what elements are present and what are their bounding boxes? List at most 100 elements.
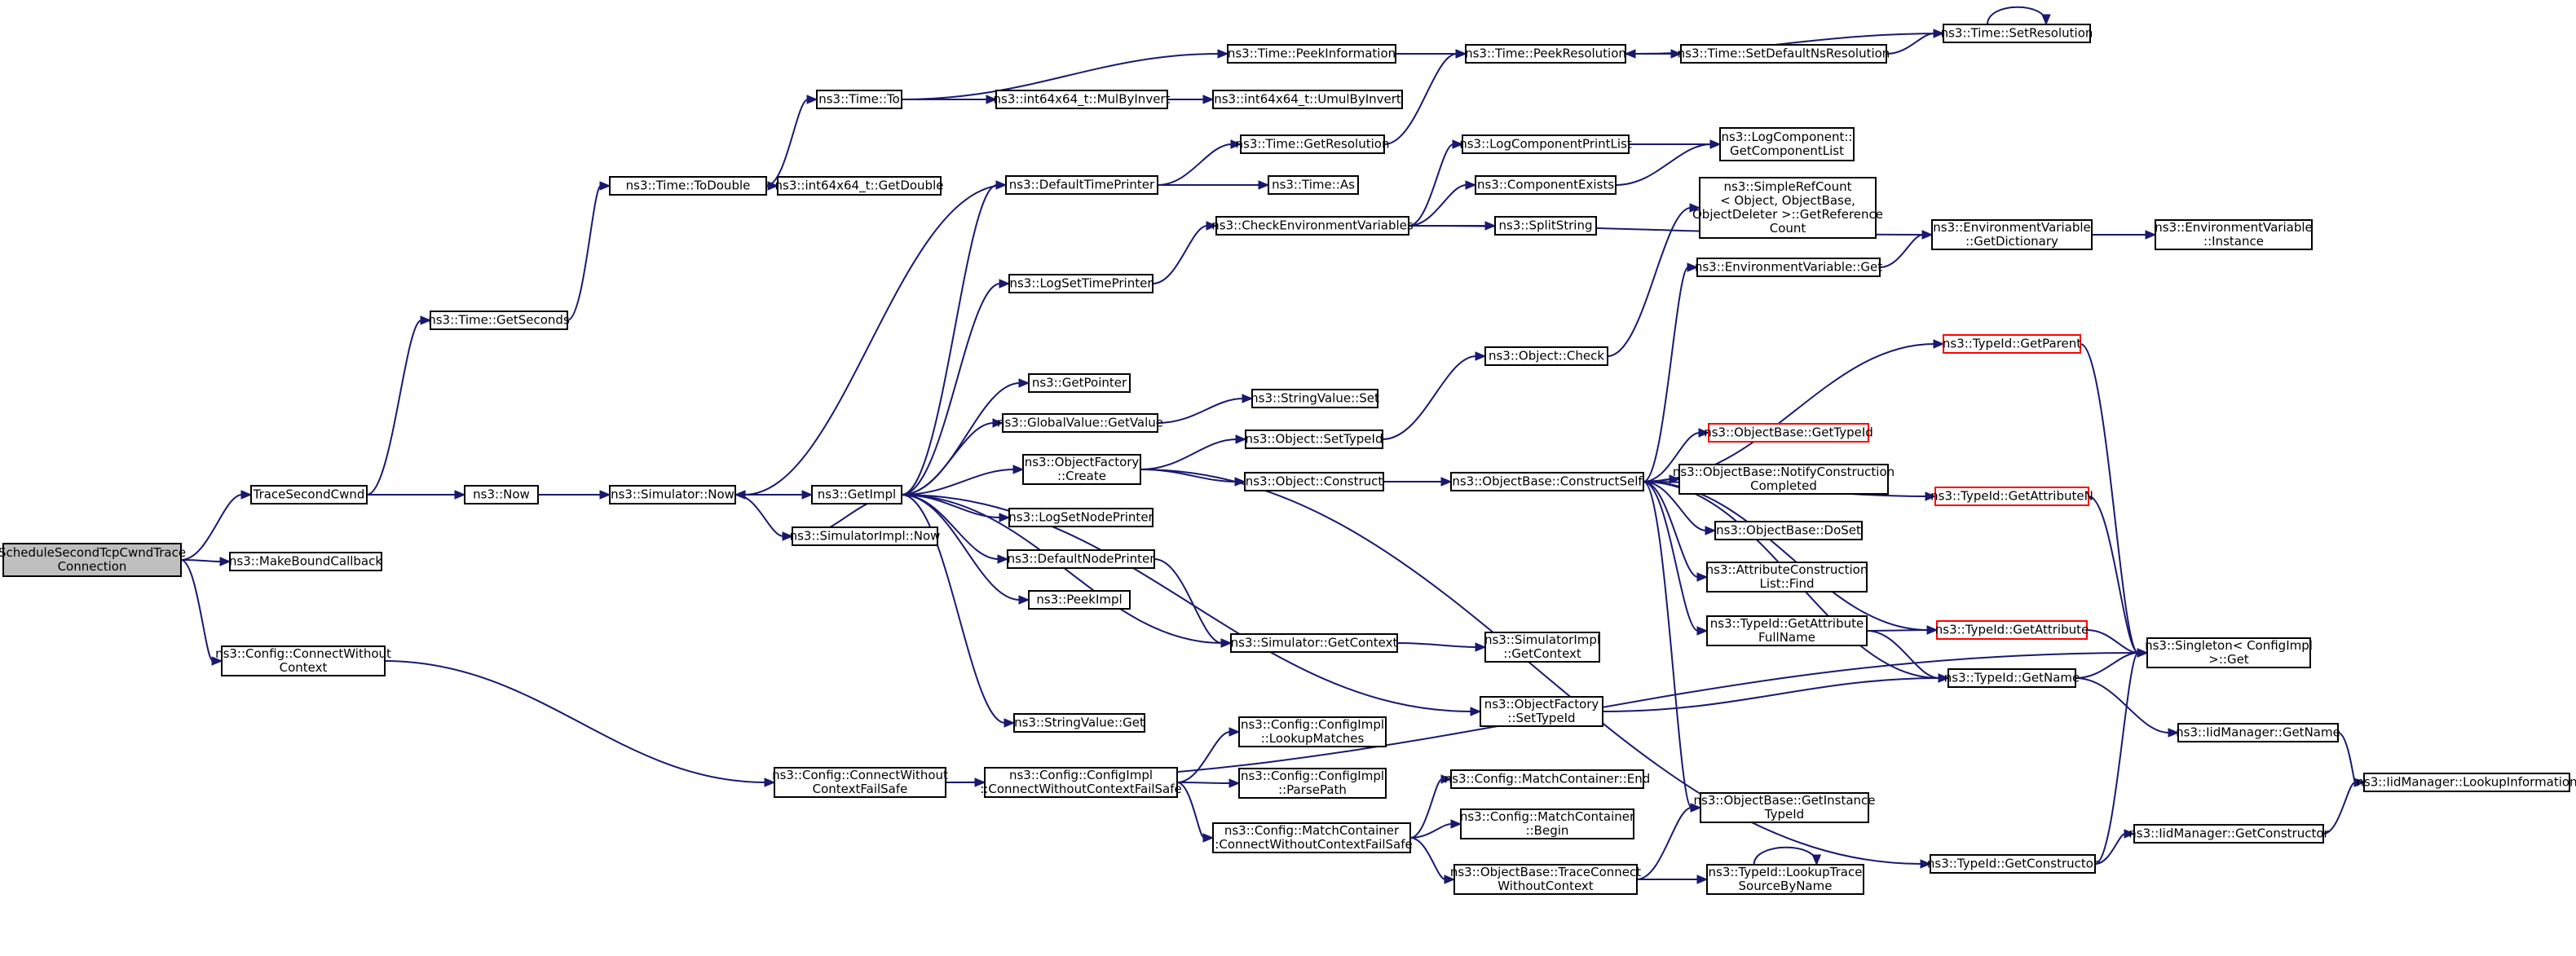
node-component-exists[interactable]: ns3::ComponentExists bbox=[1475, 175, 1617, 195]
node-object-construct[interactable]: ns3::Object::Construct bbox=[1244, 472, 1384, 491]
node-set-default-ns-resolution[interactable]: ns3::Time::SetDefaultNsResolution bbox=[1678, 44, 1890, 64]
node-label: ns3::TypeId::GetAttributeN bbox=[1930, 489, 2093, 504]
node-string-value-set[interactable]: ns3::StringValue::Set bbox=[1251, 389, 1379, 408]
node-env-var-get-dictionary[interactable]: ns3::EnvironmentVariable::GetDictionary bbox=[1931, 219, 2093, 250]
node-time-as[interactable]: ns3::Time::As bbox=[1268, 175, 1359, 195]
edge-arrowhead bbox=[211, 656, 223, 666]
node-singleton-get[interactable]: ns3::Singleton< ConfigImpl>::Get bbox=[2145, 637, 2313, 668]
node-log-set-node-printer[interactable]: ns3::LogSetNodePrinter bbox=[1008, 508, 1154, 527]
node-peek-resolution[interactable]: ns3::Time::PeekResolution bbox=[1465, 44, 1626, 64]
node-type-id-get-attribute[interactable]: ns3::TypeId::GetAttribute bbox=[1935, 620, 2089, 640]
node-trace-second-cwnd[interactable]: TraceSecondCwnd bbox=[250, 485, 368, 504]
node-split-string[interactable]: ns3::SplitString bbox=[1494, 216, 1597, 236]
node-time-to[interactable]: ns3::Time::To bbox=[816, 90, 902, 109]
edge-arrowhead bbox=[997, 554, 1009, 564]
node-label: ns3::ObjectBase::NotifyConstruction bbox=[1673, 465, 1895, 479]
node-int64-get-double[interactable]: ns3::int64x64_t::GetDouble bbox=[775, 176, 944, 196]
edge-arrowhead bbox=[599, 490, 611, 500]
edge-arrowhead bbox=[1018, 378, 1030, 388]
node-sim-impl-get-context[interactable]: ns3::SimulatorImpl::GetContext bbox=[1484, 632, 1600, 663]
edge-arrowhead bbox=[1003, 718, 1016, 728]
node-peek-impl[interactable]: ns3::PeekImpl bbox=[1028, 590, 1131, 610]
node-object-base-get-type-id[interactable]: ns3::ObjectBase::GetTypeId bbox=[1704, 423, 1873, 443]
node-iid-lookup-info[interactable]: ns3::IidManager::LookupInformation bbox=[2356, 773, 2576, 792]
node-box bbox=[1212, 90, 1403, 109]
node-match-container-end[interactable]: ns3::Config::MatchContainer::End bbox=[1445, 769, 1651, 789]
node-object-set-type-id[interactable]: ns3::Object::SetTypeId bbox=[1245, 430, 1383, 449]
node-get-resolution[interactable]: ns3::Time::GetResolution bbox=[1236, 134, 1390, 154]
node-box bbox=[430, 311, 568, 330]
node-box bbox=[1462, 134, 1630, 154]
node-label: ::GetContext bbox=[1503, 646, 1581, 661]
node-lookup-matches[interactable]: ns3::Config::ConfigImpl::LookupMatches bbox=[1238, 716, 1387, 747]
node-set-resolution[interactable]: ns3::Time::SetResolution bbox=[1941, 24, 2093, 43]
node-env-var-instance[interactable]: ns3::EnvironmentVariable::Instance bbox=[2155, 219, 2313, 250]
node-do-set[interactable]: ns3::ObjectBase::DoSet bbox=[1714, 521, 1863, 540]
node-label: ns3::LogComponentPrintList bbox=[1459, 137, 1632, 152]
node-label: ns3::Time::ToDouble bbox=[626, 178, 751, 193]
node-type-id-get-name[interactable]: ns3::TypeId::GetName bbox=[1944, 668, 2080, 688]
edge-getImpl-to-peekImpl bbox=[901, 494, 1021, 601]
node-peek-information[interactable]: ns3::Time::PeekInformation bbox=[1227, 44, 1396, 64]
node-object-check[interactable]: ns3::Object::Check bbox=[1484, 346, 1608, 366]
node-get-pointer[interactable]: ns3::GetPointer bbox=[1028, 373, 1131, 393]
edge-defaultTimePrinter-to-getResolution bbox=[1157, 143, 1233, 186]
node-connect-without-context-fail-safe[interactable]: ns3::Config::ConnectWithoutContextFailSa… bbox=[772, 767, 948, 798]
node-label: ns3::DefaultTimePrinter bbox=[1009, 178, 1155, 192]
node-default-node-printer[interactable]: ns3::DefaultNodePrinter bbox=[1007, 549, 1156, 569]
edge-arrowhead bbox=[1217, 49, 1229, 59]
node-parse-path[interactable]: ns3::Config::ConfigImpl::ParsePath bbox=[1238, 768, 1387, 799]
node-type-id-get-attribute-n[interactable]: ns3::TypeId::GetAttributeN bbox=[1930, 487, 2093, 506]
node-global-value-get-value[interactable]: ns3::GlobalValue::GetValue bbox=[997, 413, 1163, 433]
node-match-container-connect[interactable]: ns3::Config::MatchContainer::ConnectWith… bbox=[1211, 822, 1413, 853]
node-config-impl-connect[interactable]: ns3::Config::ConfigImpl::ConnectWithoutC… bbox=[980, 767, 1182, 798]
node-simulator-get-context[interactable]: ns3::Simulator::GetContext bbox=[1230, 633, 1398, 653]
node-to-double[interactable]: ns3::Time::ToDouble bbox=[609, 176, 767, 196]
node-object-factory-set-type-id[interactable]: ns3::ObjectFactory::SetTypeId bbox=[1480, 696, 1603, 727]
node-iid-get-constructor[interactable]: ns3::IidManager::GetConstructor bbox=[2128, 824, 2330, 844]
node-match-container-begin[interactable]: ns3::Config::MatchContainer::Begin bbox=[1460, 808, 1635, 839]
node-now[interactable]: ns3::Now bbox=[464, 485, 539, 504]
node-label: ns3::Config::ConfigImpl bbox=[1241, 769, 1384, 783]
node-box bbox=[1238, 716, 1387, 747]
node-umul-by-invert[interactable]: ns3::int64x64_t::UmulByInvert bbox=[1212, 90, 1403, 109]
node-label: GetComponentList bbox=[1730, 143, 1844, 158]
node-sim-impl-now[interactable]: ns3::SimulatorImpl::Now bbox=[790, 526, 941, 546]
node-label: ns3::ObjectBase::GetInstance bbox=[1694, 793, 1876, 808]
node-get-impl[interactable]: ns3::GetImpl bbox=[811, 485, 902, 504]
node-box bbox=[2155, 219, 2313, 250]
node-construct-self[interactable]: ns3::ObjectBase::ConstructSelf bbox=[1450, 472, 1644, 491]
node-box bbox=[1484, 346, 1608, 366]
node-label: Context bbox=[280, 660, 328, 675]
node-type-id-get-constructor[interactable]: ns3::TypeId::GetConstructor bbox=[1927, 854, 2099, 874]
node-trace-connect-without-context[interactable]: ns3::ObjectBase::TraceConnectWithoutCont… bbox=[1450, 864, 1641, 895]
node-mul-by-invert[interactable]: ns3::int64x64_t::MulByInvert bbox=[994, 90, 1171, 109]
edge-arrowhead bbox=[1230, 139, 1242, 149]
node-make-bound-callback[interactable]: ns3::MakeBoundCallback bbox=[229, 552, 382, 571]
node-notify-construction[interactable]: ns3::ObjectBase::NotifyConstructionCompl… bbox=[1673, 464, 1895, 495]
edge-getImpl-to-getPointer bbox=[901, 382, 1021, 496]
node-type-id-get-parent[interactable]: ns3::TypeId::GetParent bbox=[1943, 334, 2081, 354]
node-object-factory-create[interactable]: ns3::ObjectFactory::Create bbox=[1022, 454, 1141, 485]
node-log-component-print-list[interactable]: ns3::LogComponentPrintList bbox=[1459, 134, 1632, 154]
edge-simulatorNow-to-simImplNow bbox=[734, 494, 784, 537]
node-connect-without-context[interactable]: ns3::Config::ConnectWithoutContext bbox=[215, 645, 391, 676]
node-iid-get-name[interactable]: ns3::IidManager::GetName bbox=[2176, 723, 2340, 742]
node-env-var-get[interactable]: ns3::EnvironmentVariable::Get bbox=[1695, 258, 1882, 277]
node-string-value-get[interactable]: ns3::StringValue::Get bbox=[1013, 713, 1145, 733]
node-simple-ref-count[interactable]: ns3::SimpleRefCount< Object, ObjectBase,… bbox=[1692, 177, 1883, 239]
node-log-component-get-list[interactable]: ns3::LogComponent::GetComponentList bbox=[1719, 127, 1855, 161]
node-label: List::Find bbox=[1759, 576, 1814, 591]
node-check-env[interactable]: ns3::CheckEnvironmentVariables bbox=[1211, 216, 1414, 236]
node-default-time-printer[interactable]: ns3::DefaultTimePrinter bbox=[1005, 175, 1158, 195]
node-label: ::Create bbox=[1057, 469, 1106, 483]
node-get-seconds[interactable]: ns3::Time::GetSeconds bbox=[428, 311, 570, 330]
edge-logSetTimePrinter-to-checkEnv bbox=[1152, 225, 1208, 284]
node-simulator-now[interactable]: ns3::Simulator::Now bbox=[609, 485, 736, 504]
node-log-set-time-printer[interactable]: ns3::LogSetTimePrinter bbox=[1008, 274, 1153, 293]
